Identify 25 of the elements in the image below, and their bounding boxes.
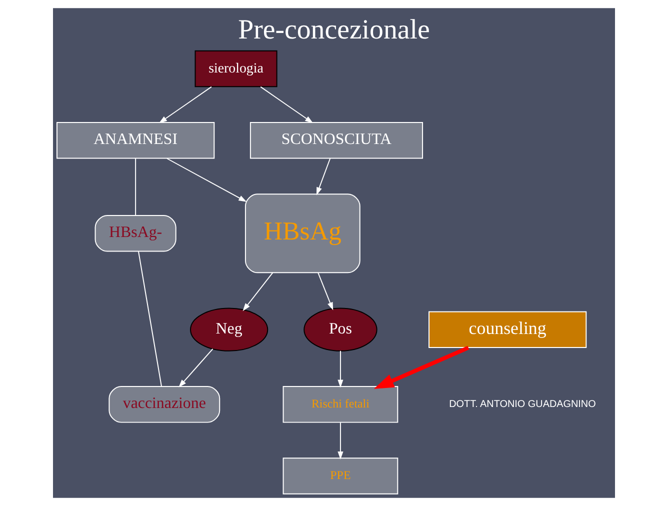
arrow [337,422,343,460]
arrow [178,348,213,388]
arrow [373,346,469,389]
arrow [158,86,212,124]
node-box: ANAMNESI [56,122,214,159]
arrow [317,272,333,310]
node-box: counseling [428,311,586,348]
label: DOTT. ANTONIO GUADAGNINO [448,398,596,410]
arrow [242,272,273,312]
connector [137,251,162,387]
node-box: PPE [282,458,398,494]
node-ellipse: Pos [303,308,377,352]
arrow [316,158,330,196]
arrow [260,86,313,124]
connector [134,158,136,216]
node-ellipse: Neg [189,308,268,352]
node-box: HBsAg [244,194,360,274]
node-box: Rischi fetali [282,386,398,423]
node-box: vaccinazione [108,386,220,423]
arrow [337,350,343,388]
node-box: sierologia [194,50,277,88]
arrow [166,158,246,202]
node-box: SCONOSCIUTA [249,122,423,159]
diagram-title: Pre-concezionale [238,14,430,46]
node-box: HBsAg- [94,214,176,252]
